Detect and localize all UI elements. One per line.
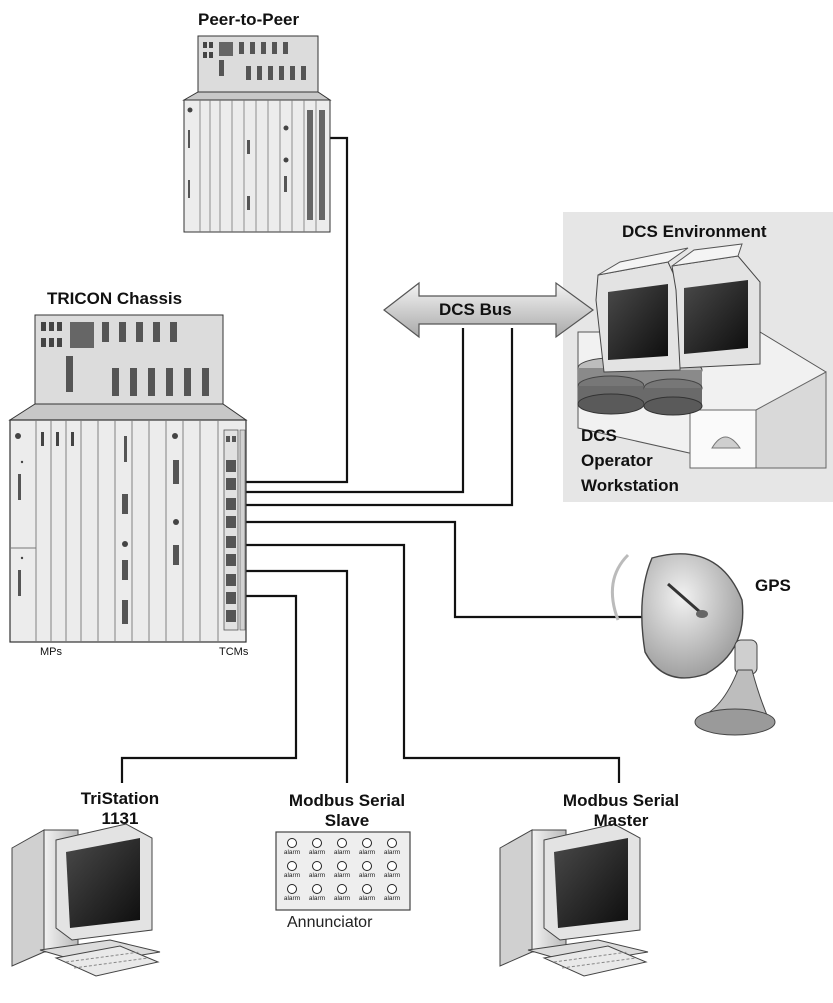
annunciator-lamp: alarm — [305, 838, 329, 866]
lamp-label: alarm — [358, 895, 376, 902]
lamp-label: alarm — [283, 872, 301, 879]
lamp-label: alarm — [283, 895, 301, 902]
line-dcs-bus-1 — [238, 328, 465, 494]
annunciator-lamp: alarm — [355, 884, 379, 912]
lamp-icon — [337, 861, 347, 871]
peer-to-peer-chassis — [182, 35, 332, 233]
line-peer-to-peer — [238, 136, 349, 484]
annunciator-lamp: alarm — [330, 838, 354, 866]
lamp-icon — [337, 884, 347, 894]
label-tricon-chassis: TRICON Chassis — [47, 289, 183, 308]
connection-lines — [120, 136, 642, 783]
tristation-pc — [11, 823, 161, 977]
annunciator-lamp: alarm — [355, 838, 379, 866]
tricon-chassis — [8, 314, 248, 643]
dcs-operator-workstation — [577, 243, 827, 469]
lamp-icon — [287, 838, 297, 848]
annunciator-lamp: alarm — [305, 861, 329, 889]
label-dcs-operator-workstation: DCS Operator Workstation — [581, 426, 679, 495]
label-mps: MPs — [40, 646, 62, 658]
lamp-icon — [312, 838, 322, 848]
annunciator-lamp: alarm — [280, 884, 304, 912]
annunciator-lamps: alarm alarm alarm alarm alarm alarm alarm alarm… — [280, 838, 408, 908]
annunciator-lamp: alarm — [380, 884, 404, 912]
label-gps: GPS — [755, 576, 791, 595]
line-gps — [238, 520, 642, 619]
lamp-label: alarm — [358, 849, 376, 856]
lamp-label: alarm — [308, 895, 326, 902]
dcs-bus-arrow — [383, 281, 595, 339]
lamp-label: alarm — [308, 849, 326, 856]
lamp-label: alarm — [308, 872, 326, 879]
label-annunciator: Annunciator — [287, 914, 373, 931]
lamp-label: alarm — [333, 872, 351, 879]
lamp-icon — [387, 838, 397, 848]
annunciator-lamp: alarm — [280, 838, 304, 866]
lamp-label: alarm — [333, 849, 351, 856]
lamp-icon — [362, 861, 372, 871]
annunciator-lamp: alarm — [280, 861, 304, 889]
label-modbus-master: Modbus Serial Master — [562, 791, 680, 830]
lamp-icon — [287, 884, 297, 894]
lamp-icon — [337, 838, 347, 848]
lamp-icon — [287, 861, 297, 871]
line-tristation — [120, 594, 298, 783]
annunciator-lamp: alarm — [330, 861, 354, 889]
annunciator-lamp: alarm — [355, 861, 379, 889]
line-modbus-master — [238, 543, 621, 783]
annunciator-lamp: alarm — [330, 884, 354, 912]
lamp-icon — [312, 861, 322, 871]
label-peer-to-peer: Peer-to-Peer — [198, 10, 300, 29]
lamp-label: alarm — [383, 895, 401, 902]
lamp-label: alarm — [358, 872, 376, 879]
label-tristation: TriStation 1131 — [80, 789, 160, 828]
lamp-icon — [362, 884, 372, 894]
label-dcs-environment: DCS Environment — [622, 222, 767, 241]
gps-dish — [610, 553, 776, 736]
lamp-label: alarm — [283, 849, 301, 856]
label-modbus-slave: Modbus Serial Slave — [288, 791, 406, 830]
annunciator-lamp: alarm — [380, 861, 404, 889]
lamp-icon — [362, 838, 372, 848]
lamp-label: alarm — [383, 872, 401, 879]
lamp-icon — [312, 884, 322, 894]
annunciator-lamp: alarm — [380, 838, 404, 866]
lamp-label: alarm — [333, 895, 351, 902]
line-dcs-bus-2 — [226, 328, 514, 507]
lamp-label: alarm — [383, 849, 401, 856]
lamp-icon — [387, 884, 397, 894]
label-tcms: TCMs — [219, 646, 249, 658]
lamp-icon — [387, 861, 397, 871]
label-dcs-bus: DCS Bus — [439, 300, 512, 319]
line-modbus-slave — [238, 569, 349, 783]
annunciator-lamp: alarm — [305, 884, 329, 912]
modbus-master-pc — [499, 823, 649, 977]
